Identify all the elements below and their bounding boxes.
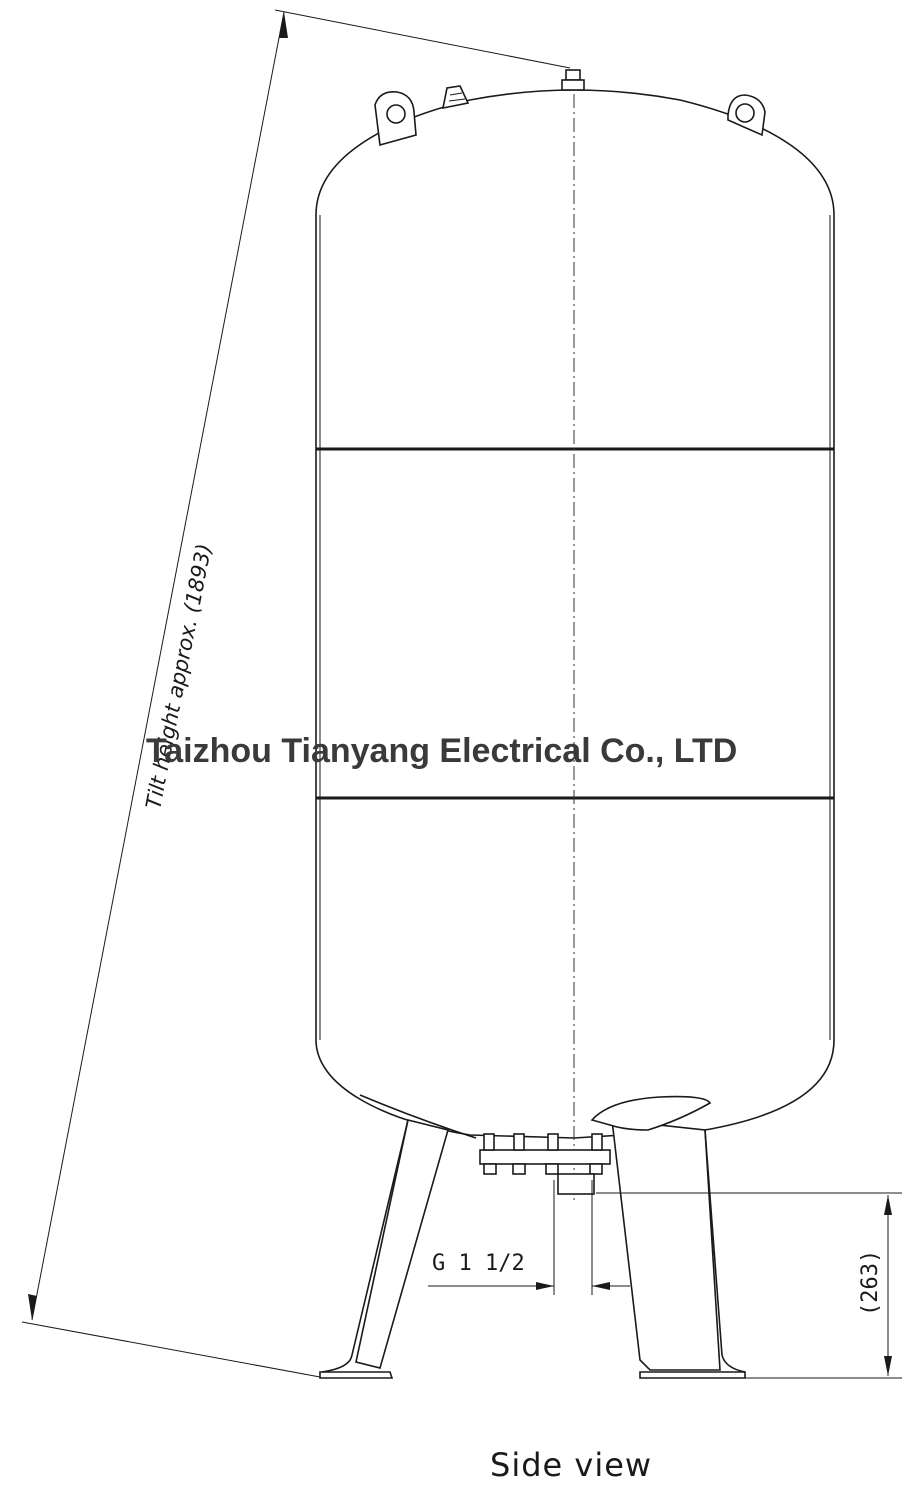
- leg-height-label: (263): [858, 1250, 883, 1316]
- view-caption: Side view: [490, 1446, 652, 1484]
- lifting-lug-left: [374, 90, 417, 147]
- leg-height-dimension: (263): [596, 1192, 902, 1379]
- tilt-height-label: Tilt height approx. (1893): [141, 542, 216, 811]
- bottom-flange: [479, 1133, 611, 1195]
- leg-left: [319, 1094, 477, 1379]
- connection-size-label: G 1 1/2: [432, 1251, 525, 1276]
- company-watermark: Taizhou Tianyang Electrical Co., LTD: [146, 732, 737, 770]
- lifting-lug-right: [727, 94, 766, 137]
- connection-dimension: G 1 1/2: [428, 1180, 630, 1295]
- leg-right: [590, 1095, 746, 1379]
- tank-body: [315, 89, 835, 1139]
- air-valve: [561, 69, 585, 91]
- nameplate-bracket: [441, 85, 470, 110]
